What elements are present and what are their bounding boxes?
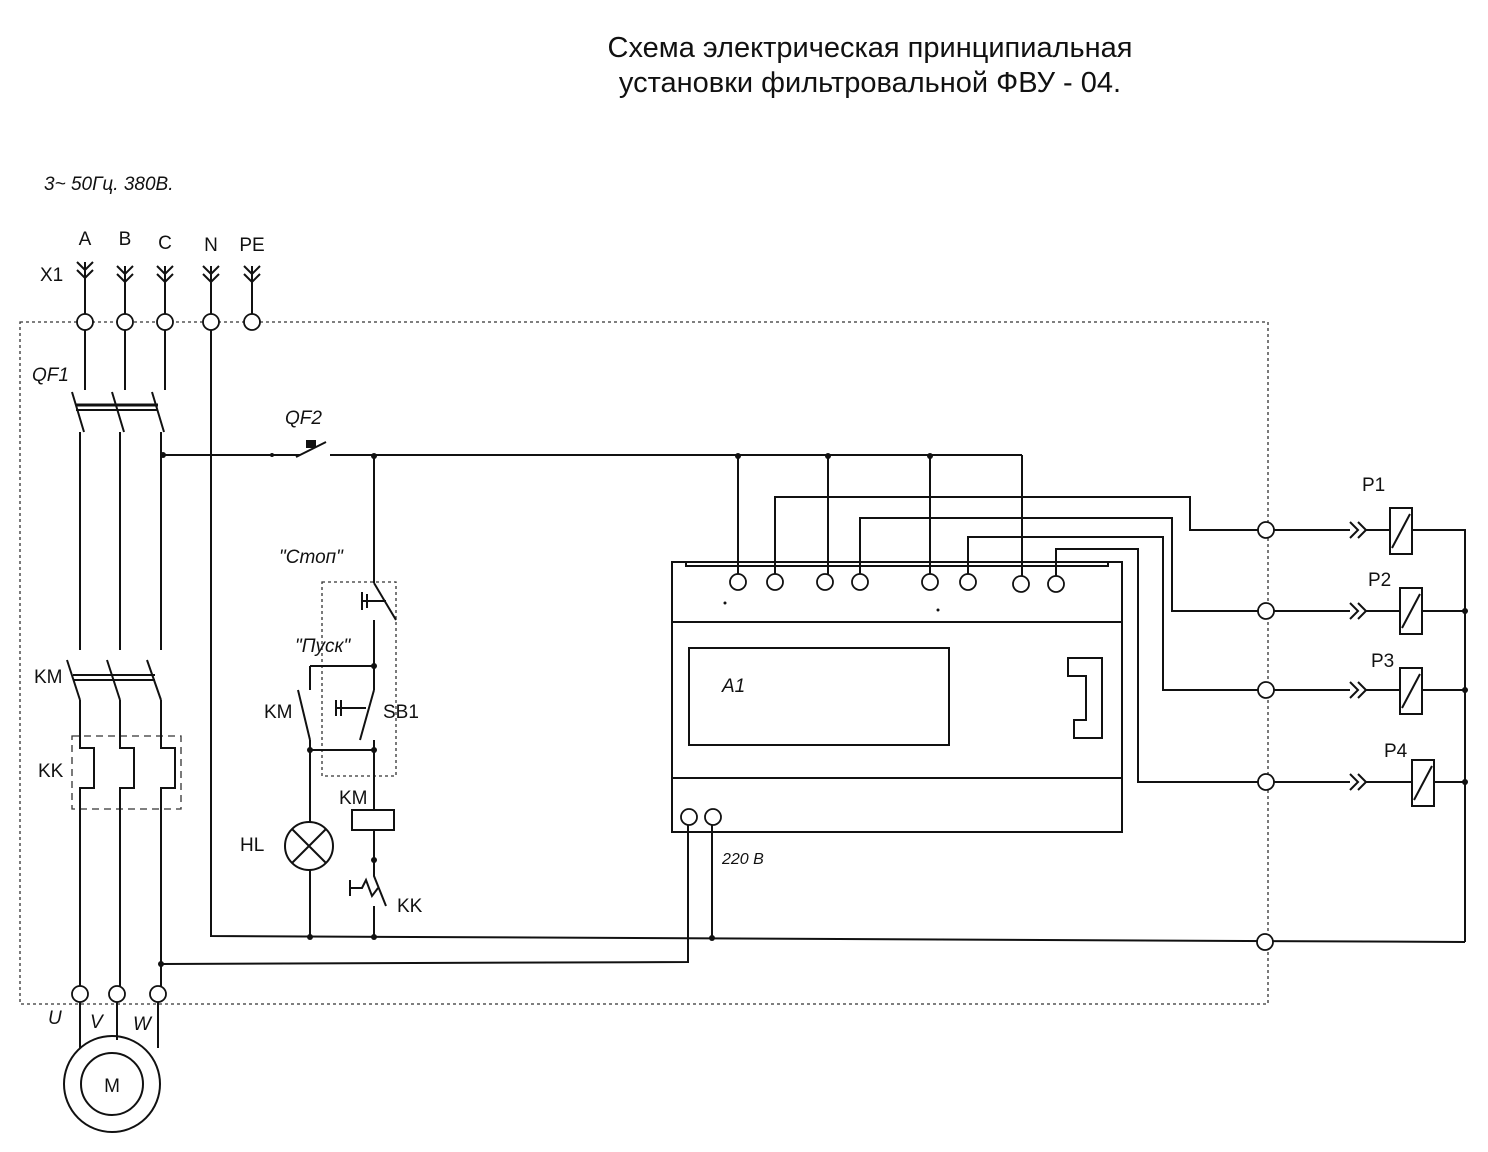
km-main-label: KM (34, 667, 63, 688)
valve-terminals (1257, 521, 1275, 791)
lamp-symbol (284, 821, 334, 936)
start-label: "Пуск" (295, 636, 351, 657)
title-line-1: Схема электрическая принципиальная (608, 32, 1133, 64)
valve-p2-label: P2 (1368, 570, 1391, 591)
motor-label: M (104, 1076, 120, 1097)
km-aux-label: KM (264, 702, 293, 723)
connector-label: X1 (40, 265, 63, 286)
qf1-breaker (71, 330, 166, 650)
phase-label-pe: PE (239, 235, 264, 256)
km-coil-label: KM (339, 788, 368, 809)
output-terminals (71, 985, 167, 1003)
controller-phase-wire (160, 818, 689, 965)
enclosure-border (19, 321, 1269, 1005)
motor (63, 1002, 161, 1133)
qf2-breaker (270, 440, 1022, 458)
km-aux-contact (297, 689, 311, 822)
kk-thermal-elements (79, 700, 176, 990)
stop-label: "Стоп" (279, 547, 344, 568)
kk-main-label: KK (38, 761, 64, 782)
sb1-button-box (321, 581, 397, 777)
start-branch-top (309, 665, 374, 690)
title-line-2: установки фильтровальной ФВУ - 04. (619, 67, 1121, 99)
kk-contact-label: KK (397, 896, 423, 917)
phase-label-c: C (158, 233, 172, 254)
phase-label-b: B (119, 229, 132, 250)
valve-p1-label: P1 (1362, 475, 1385, 496)
kk-contact-symbol (349, 860, 387, 936)
controller-top-terminals (729, 573, 1065, 593)
connector-chevrons (76, 261, 261, 322)
valve-p1 (1274, 507, 1466, 942)
stop-button-symbol (361, 582, 397, 666)
neutral-bus (210, 330, 1466, 943)
lamp-label: HL (240, 835, 264, 856)
controller-output-wires (774, 496, 1258, 783)
phase-label-n: N (204, 235, 218, 256)
output-label-u: U (48, 1008, 62, 1029)
valve-p4 (1274, 759, 1465, 807)
phase-label-a: A (79, 229, 92, 250)
valve-p4-label: P4 (1384, 741, 1408, 762)
km-main-contacts (66, 659, 162, 701)
qf1-label: QF1 (32, 365, 69, 386)
output-label-w: W (133, 1014, 153, 1035)
km-coil (351, 809, 395, 831)
controller-supply-label: 220 В (721, 851, 764, 868)
qf2-label: QF2 (285, 408, 322, 429)
kk-thermal-box (71, 735, 182, 810)
phase-labels: A B C N PE (79, 229, 265, 256)
neutral-terminal (1256, 933, 1274, 951)
start-button-symbol (335, 666, 375, 741)
valve-p2 (1274, 587, 1465, 635)
sb1-label: SB1 (383, 702, 419, 723)
start-branch-bottom (310, 740, 375, 810)
controller-supply-terminals (680, 808, 722, 826)
valve-p3-label: P3 (1371, 651, 1394, 672)
valve-p3 (1274, 667, 1465, 715)
input-terminals (76, 313, 261, 331)
output-label-v: V (90, 1012, 105, 1033)
controller-a1 (671, 561, 1123, 833)
controller-label: A1 (721, 676, 745, 697)
controller-common-feeds (735, 453, 1023, 576)
supply-label: 3~ 50Гц. 380В. (44, 174, 173, 195)
